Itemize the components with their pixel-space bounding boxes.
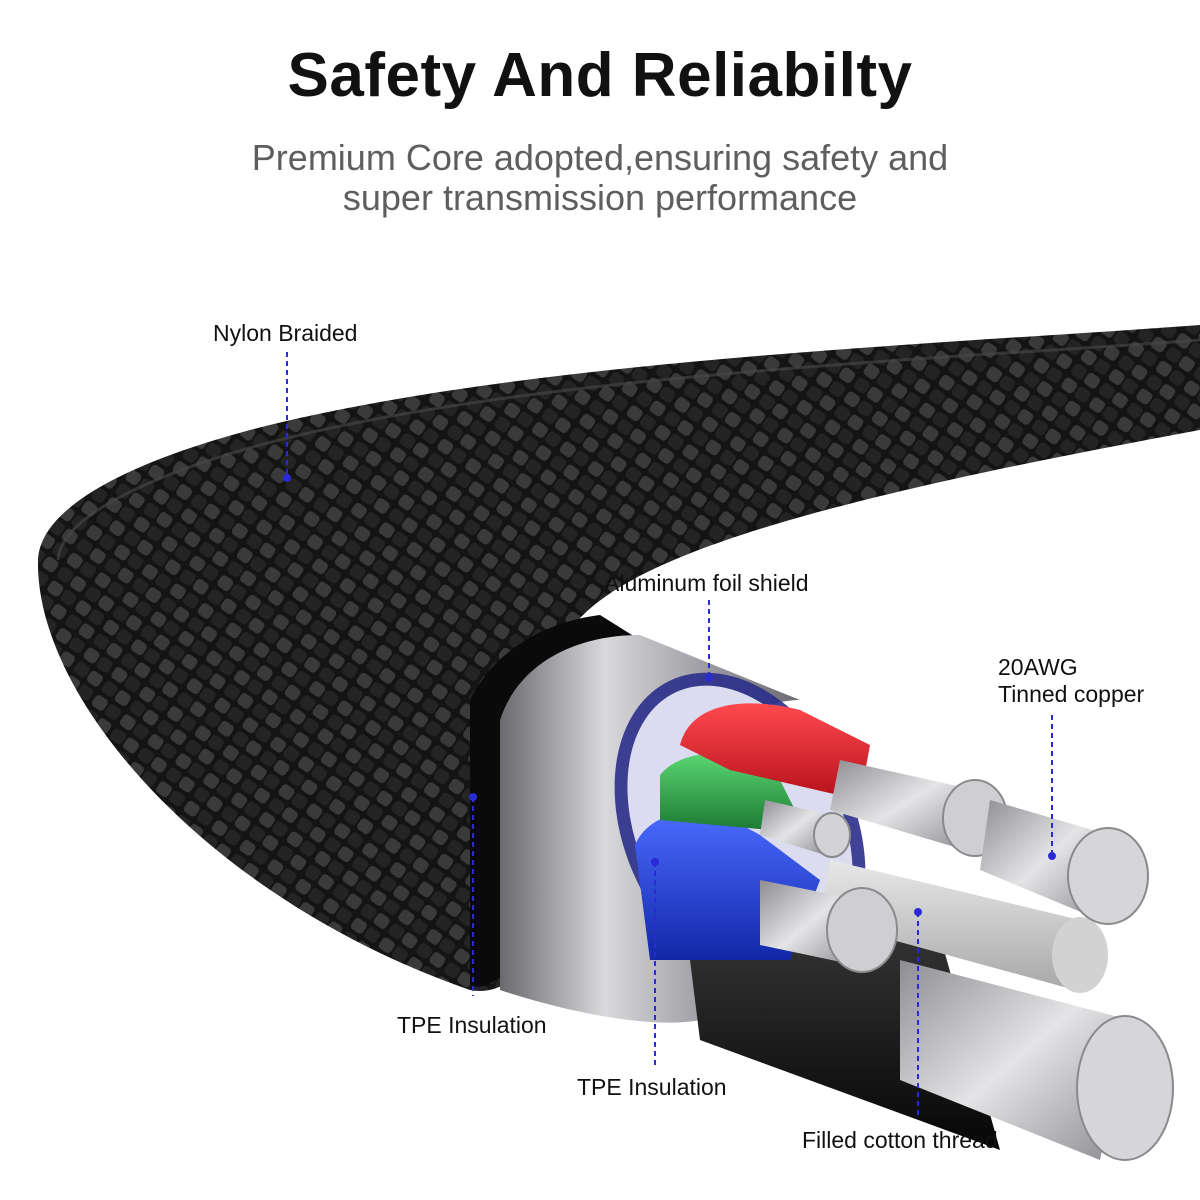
label-tinned-copper-line-1: 20AWG <box>998 654 1078 680</box>
label-nylon-braided: Nylon Braided <box>213 320 358 346</box>
copper-strand-red <box>830 760 975 850</box>
leader-dot-copper <box>1048 852 1056 860</box>
label-filled-cotton-thread: Filled cotton thread <box>802 1127 998 1153</box>
copper-strand-black <box>900 960 1130 1160</box>
leader-dot-nylon <box>283 474 291 482</box>
leader-dot-foil <box>705 674 713 682</box>
label-tinned-copper: 20AWG Tinned copper <box>998 654 1144 708</box>
leader-dot-tpe-center <box>651 858 659 866</box>
label-aluminum-foil-shield: Aluminum foil shield <box>604 570 809 596</box>
nylon-braided-jacket <box>37 325 1200 991</box>
label-tinned-copper-line-2: Tinned copper <box>998 681 1145 707</box>
copper-strand-green <box>760 800 830 855</box>
leader-dot-cotton <box>914 908 922 916</box>
cotton-thread <box>820 860 1080 990</box>
page-title: Safety And Reliabilty <box>287 41 913 110</box>
page-subtitle: Premium Core adopted,ensuring safety and… <box>0 138 1200 218</box>
braid-highlight <box>56 338 1200 561</box>
leader-dot-tpe-left <box>469 793 477 801</box>
subtitle-line-1: Premium Core adopted,ensuring safety and <box>251 137 949 178</box>
label-tpe-insulation-center: TPE Insulation <box>577 1074 727 1100</box>
wire-red <box>680 703 870 800</box>
label-tpe-insulation-left: TPE Insulation <box>397 1012 547 1038</box>
subtitle-line-2: super transmission performance <box>342 177 858 218</box>
